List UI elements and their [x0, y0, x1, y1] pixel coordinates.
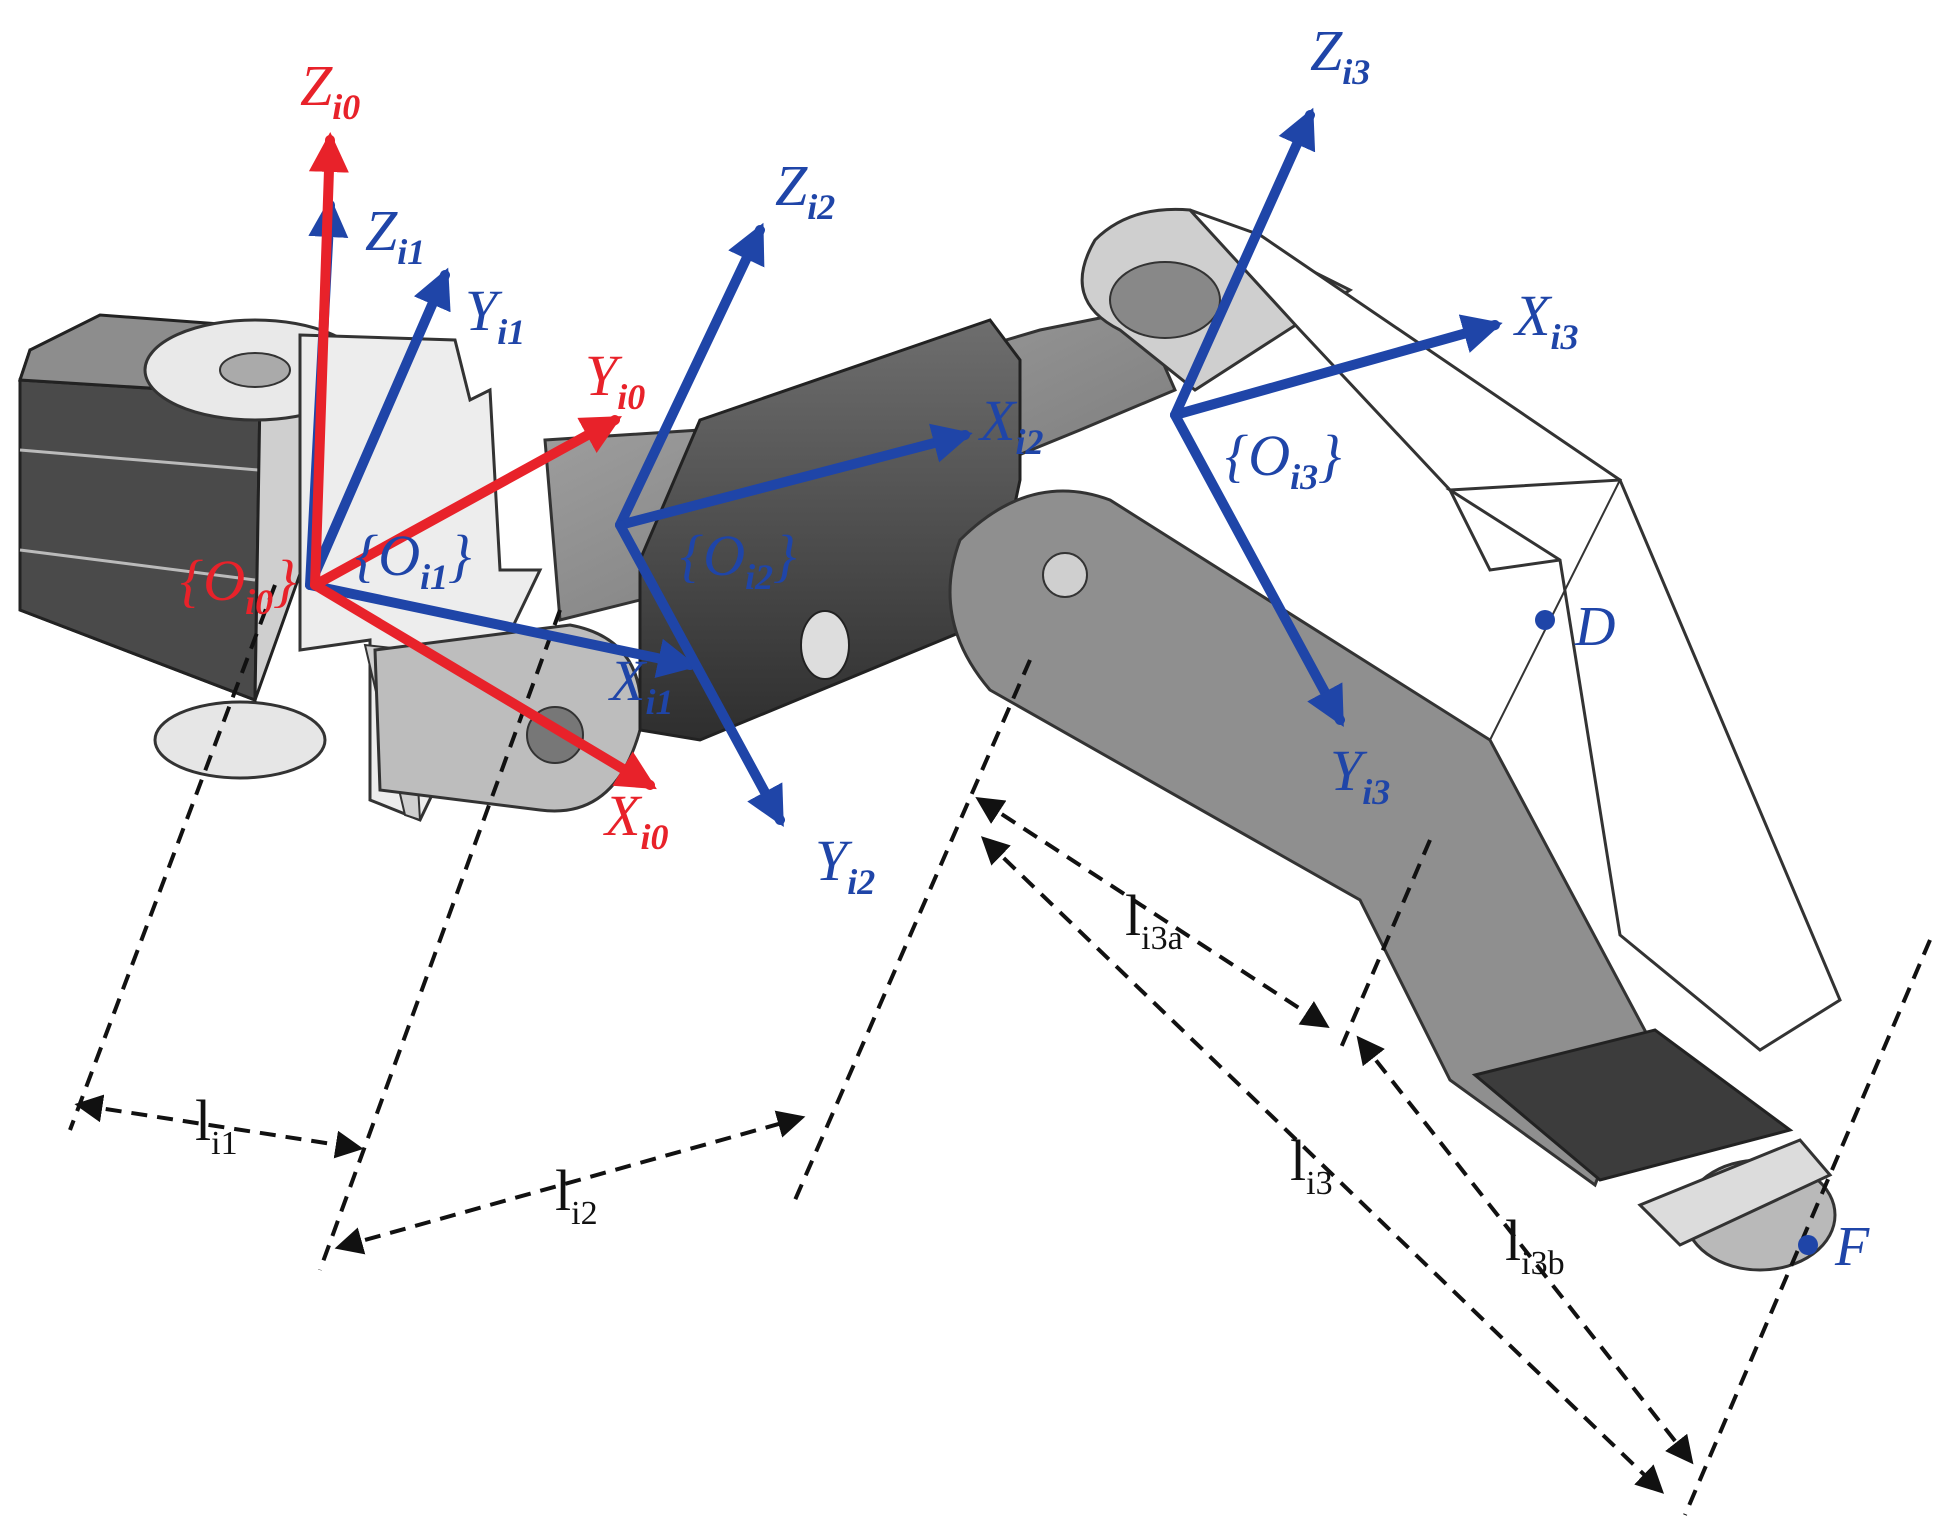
label-z-i3: Zi3 — [1310, 18, 1370, 92]
axis-y-i3 — [1170, 410, 1345, 728]
frame-i2-axes — [615, 222, 973, 828]
dimension-arrows — [74, 796, 1694, 1494]
axis-y-i0 — [310, 415, 623, 590]
extension-line-5 — [1683, 939, 1932, 1516]
label-o-i1: {Oi1} — [355, 523, 471, 597]
label-point-d: D — [1574, 596, 1615, 658]
axis-y-i1 — [305, 267, 451, 590]
link-i1-side-plate — [373, 623, 643, 813]
dim-arrow-li1 — [74, 1094, 364, 1159]
label-point-f: F — [1834, 1216, 1870, 1278]
label-l-i3: li3 — [1290, 1128, 1333, 1202]
extension-line-3 — [793, 659, 1032, 1201]
label-z-i2: Zi2 — [775, 153, 835, 227]
label-y-i1: Yi1 — [465, 278, 525, 352]
label-x-i2: Xi2 — [978, 388, 1043, 462]
axis-x-i1 — [305, 580, 698, 678]
axis-z-i3 — [1170, 107, 1316, 420]
base-servo — [17, 313, 307, 703]
axis-z-i0 — [308, 132, 349, 590]
frame-i3-axes — [1170, 107, 1503, 728]
axis-x-i2 — [615, 423, 973, 530]
extension-line-1 — [68, 584, 277, 1131]
label-z-i0: Zi0 — [300, 53, 360, 127]
point-f-marker — [1798, 1235, 1818, 1255]
label-y-i2: Yi2 — [815, 828, 875, 902]
axis-y-i2 — [615, 520, 785, 828]
robot-mechanism — [17, 207, 1842, 1272]
u-bracket — [298, 333, 543, 822]
label-l-i3a: li3a — [1125, 883, 1183, 957]
label-l-i2: li2 — [555, 1158, 598, 1232]
label-o-i3: {Oi3} — [1225, 423, 1341, 497]
axis-x-i0 — [310, 580, 657, 790]
link-i3-shell — [1188, 208, 1623, 572]
label-y-i3: Yi3 — [1330, 738, 1390, 812]
point-d-marker — [1535, 610, 1555, 630]
axis-x-i3 — [1170, 314, 1503, 420]
label-o-i2: {Oi2} — [680, 523, 796, 597]
frame-i0-axes — [308, 132, 657, 790]
axis-z-i2 — [615, 222, 765, 530]
label-z-i1: Zi1 — [365, 198, 425, 272]
dim-arrow-li3b — [1356, 1035, 1694, 1465]
base-servo-bottom-disc — [153, 700, 327, 780]
label-x-i3: Xi3 — [1513, 283, 1578, 357]
label-o-i0: {Oi0} — [180, 548, 296, 622]
dim-arrow-li2 — [334, 1110, 806, 1255]
label-l-i1: li1 — [195, 1088, 238, 1162]
label-x-i0: Xi0 — [603, 783, 668, 857]
label-l-i3b: li3b — [1505, 1208, 1565, 1282]
label-y-i0: Yi0 — [585, 343, 645, 417]
label-x-i1: Xi1 — [608, 648, 673, 722]
